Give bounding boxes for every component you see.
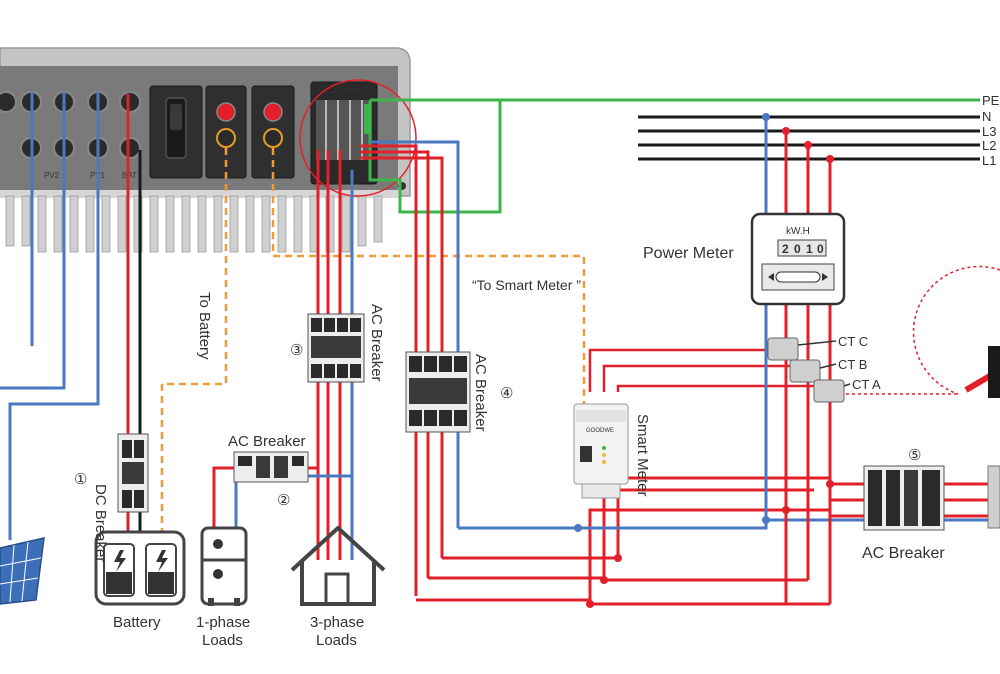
label-l1: L1 (982, 153, 996, 168)
meter-port-label: METER (260, 92, 285, 99)
house-icon (290, 526, 386, 606)
one-phase-loads-label: Loads (202, 632, 243, 649)
label-n: N (982, 109, 991, 124)
meter-digit-2: 0 (794, 242, 801, 256)
meter-digit-1: 2 (782, 242, 789, 256)
ct-b: CT B (789, 357, 867, 383)
meter-panel: METER EMS (251, 85, 295, 179)
one-phase-neutral (234, 474, 352, 530)
bms-label: BMS (217, 92, 233, 99)
port-label-pv2: PV2 (44, 171, 60, 180)
smart-meter-label: Smart Meter (634, 414, 651, 497)
ct-wires (588, 348, 822, 392)
three-phase-loads-label: Loads (316, 632, 357, 649)
ac-breaker-4 (405, 351, 471, 433)
marker-5: ⑤ (908, 447, 921, 464)
ct-c: CT C (767, 334, 868, 361)
dc-breaker-label: DC Breaker (92, 484, 109, 562)
smart-meter-brand: GOODWE (586, 428, 614, 434)
ac-breaker-2 (233, 451, 309, 483)
smart-meter: GOODWE (573, 403, 629, 499)
fridge-icon (200, 526, 248, 606)
marker-4: ④ (500, 385, 513, 402)
ct-b-label: CT B (838, 357, 867, 372)
ac-breaker-3-label: AC Breaker (368, 304, 385, 382)
meter-digit-3: 1 (806, 242, 813, 256)
ac-breaker-3 (307, 313, 365, 383)
bms-comm-wire (160, 148, 228, 532)
ct-a: CT A (813, 377, 881, 403)
meter-unit: kW.H (786, 226, 810, 237)
junctions (574, 113, 834, 608)
inverter: PV2 PV1 BAT BMS DRED METER EMS ON-GRID (0, 47, 417, 253)
to-battery-label: To Battery (196, 292, 213, 360)
marker-1: ① (74, 471, 87, 488)
bms-panel: BMS DRED (205, 85, 247, 179)
ac-breaker-4-label: AC Breaker (472, 354, 489, 432)
power-meter: kW.H 2 0 1 0 (750, 212, 846, 306)
on-grid-highlight (299, 79, 417, 197)
grid-labels: PE N L3 L2 L1 (980, 90, 1000, 168)
to-smart-meter-label: “To Smart Meter ” (472, 277, 581, 293)
on-grid-terminal: ON-GRID (310, 81, 378, 185)
ac-breaker-2-label: AC Breaker (228, 433, 306, 450)
battery-icon (94, 530, 186, 606)
dc-breaker (117, 433, 149, 513)
port-label-bat: BAT (122, 171, 137, 180)
power-meter-label: Power Meter (643, 245, 734, 262)
ongrid-label: ON-GRID (331, 88, 361, 95)
label-l2: L2 (982, 138, 996, 153)
meter-digit-4: 0 (817, 242, 824, 256)
ac-breaker-5 (863, 465, 945, 531)
grid-bus (370, 98, 1000, 161)
marker-2: ② (277, 492, 290, 509)
pv-wire-1 (0, 92, 66, 390)
three-phase-label: 3-phase (310, 614, 364, 631)
heatsink (5, 195, 383, 253)
ct-a-label: CT A (852, 377, 881, 392)
dred-label: DRED (215, 156, 235, 163)
ct-c-label: CT C (838, 334, 868, 349)
label-pe: PE (982, 93, 1000, 108)
marker-3: ③ (290, 342, 303, 359)
ems-label: EMS (263, 156, 279, 163)
pv-wire-2 (8, 92, 100, 540)
meter-comm-wire (271, 148, 586, 410)
one-phase-label: 1-phase (196, 614, 250, 631)
ct-detail-circle (912, 265, 1000, 395)
grid-disconnect-partial (987, 465, 1000, 529)
battery-label: Battery (113, 614, 161, 631)
pe-wire (368, 100, 502, 214)
label-l3: L3 (982, 124, 996, 139)
solar-panel (0, 537, 45, 605)
ac-breaker-5-label: AC Breaker (862, 545, 945, 562)
